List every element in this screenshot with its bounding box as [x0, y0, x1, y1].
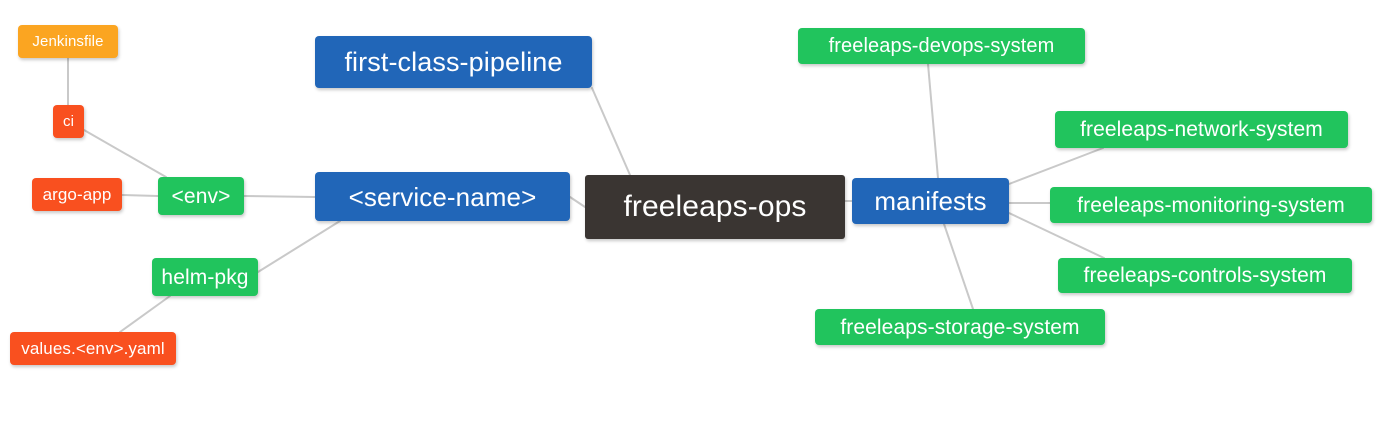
node-argoapp[interactable]: argo-app: [32, 178, 122, 211]
node-label: argo-app: [42, 185, 112, 204]
node-label: freeleaps-ops: [623, 190, 807, 223]
node-devops[interactable]: freeleaps-devops-system: [798, 28, 1085, 64]
node-env[interactable]: <env>: [158, 177, 244, 215]
node-label: freeleaps-controls-system: [1083, 264, 1327, 287]
node-label: values.<env>.yaml: [21, 339, 165, 358]
node-label: manifests: [874, 186, 987, 216]
node-jenkinsfile[interactable]: Jenkinsfile: [18, 25, 118, 58]
edge-service-to-env: [243, 195, 316, 198]
node-label: ci: [62, 113, 75, 130]
edge-root-to-service: [569, 196, 586, 208]
edge-env-to-argoapp: [121, 194, 159, 197]
edge-manifests-to-storage: [943, 223, 974, 310]
node-storage[interactable]: freeleaps-storage-system: [815, 309, 1105, 345]
node-ci[interactable]: ci: [53, 105, 84, 138]
node-manifests[interactable]: manifests: [852, 178, 1009, 224]
node-label: freeleaps-network-system: [1080, 118, 1323, 141]
node-pipeline[interactable]: first-class-pipeline: [315, 36, 592, 88]
node-helmpkg[interactable]: helm-pkg: [152, 258, 258, 296]
node-label: freeleaps-monitoring-system: [1077, 193, 1345, 217]
node-label: <env>: [171, 184, 231, 208]
node-label: <service-name>: [348, 181, 537, 212]
node-root[interactable]: freeleaps-ops: [585, 175, 845, 239]
node-label: freeleaps-storage-system: [840, 315, 1080, 339]
node-controls[interactable]: freeleaps-controls-system: [1058, 258, 1352, 293]
edge-env-to-ci: [83, 129, 167, 178]
node-valuesyaml[interactable]: values.<env>.yaml: [10, 332, 176, 365]
edge-manifests-to-network: [1008, 147, 1104, 185]
edge-root-to-pipeline: [591, 87, 631, 176]
edge-manifests-to-devops: [927, 63, 939, 179]
node-service[interactable]: <service-name>: [315, 172, 570, 221]
node-label: freeleaps-devops-system: [828, 35, 1055, 57]
edge-helmpkg-to-valuesyaml: [119, 295, 171, 333]
node-monitoring[interactable]: freeleaps-monitoring-system: [1050, 187, 1372, 223]
node-label: helm-pkg: [161, 265, 249, 289]
edge-service-to-helmpkg: [257, 220, 341, 273]
node-network[interactable]: freeleaps-network-system: [1055, 111, 1348, 148]
node-label: first-class-pipeline: [344, 46, 563, 77]
node-label: Jenkinsfile: [32, 33, 104, 50]
